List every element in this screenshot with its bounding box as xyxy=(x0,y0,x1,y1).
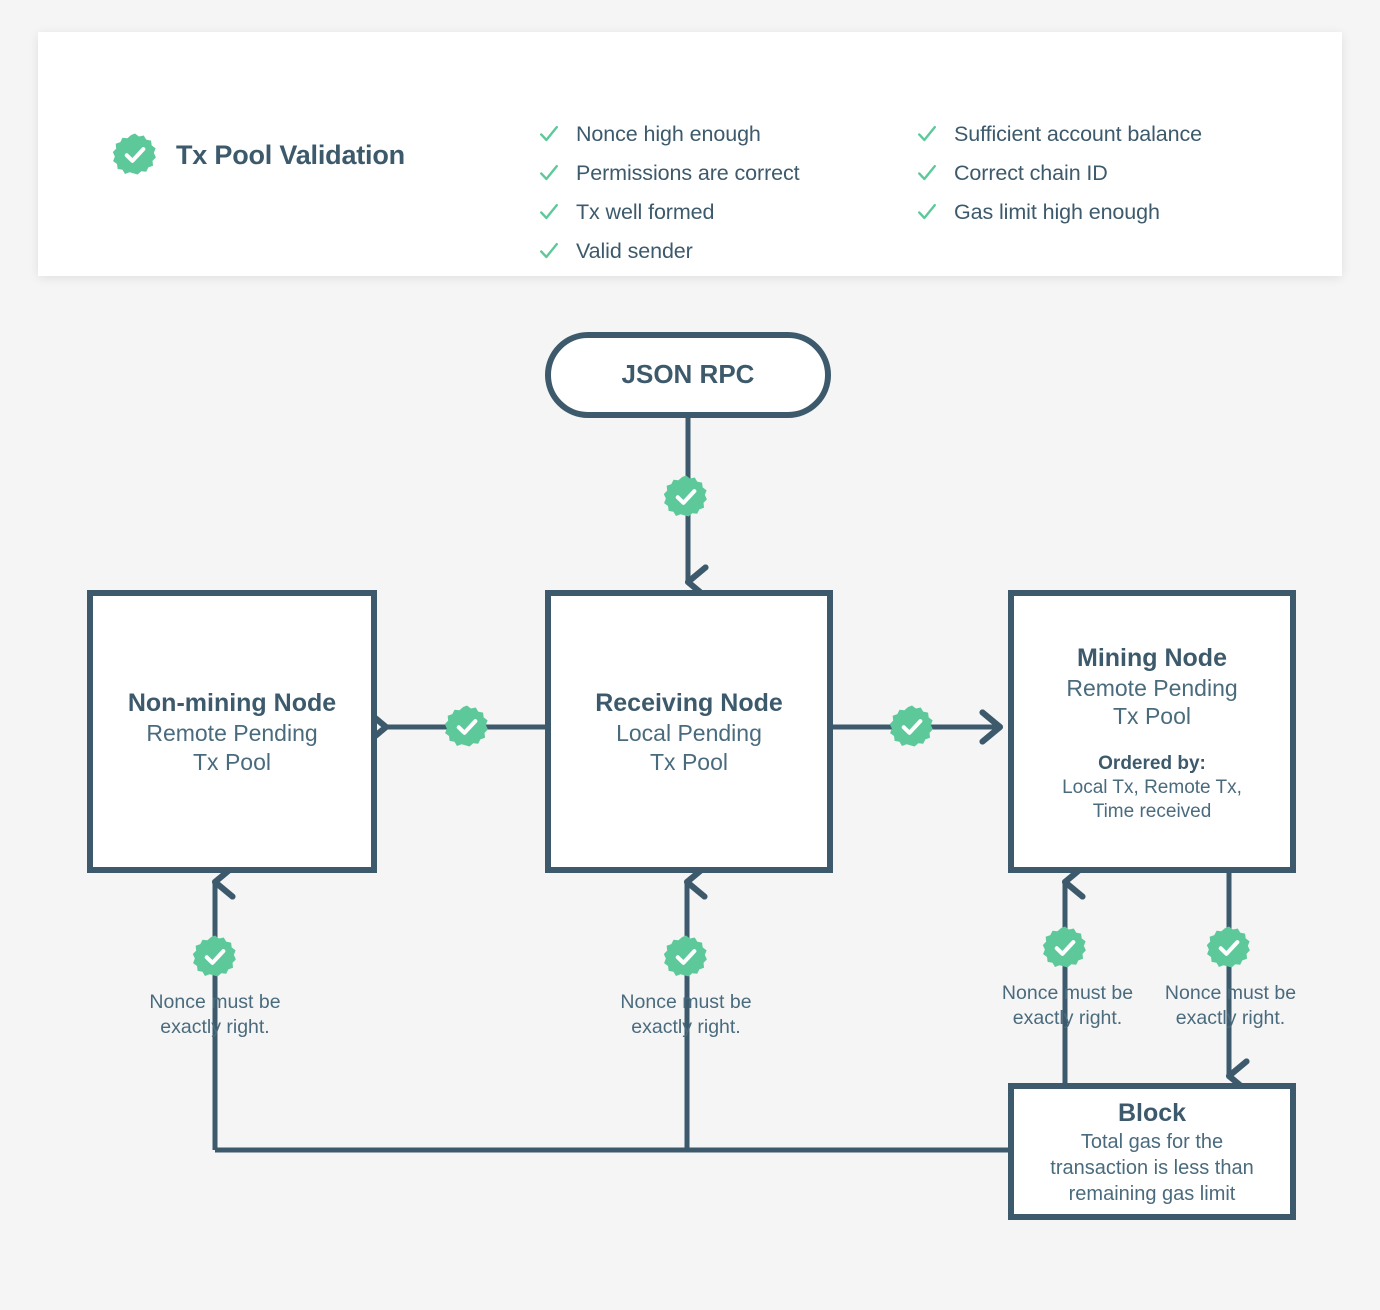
edge-label-nonce-4: Nonce must be exactly right. xyxy=(1164,982,1297,1030)
node-receiving-title: Receiving Node xyxy=(595,689,783,718)
check-icon xyxy=(916,123,938,145)
tx-pool-validation-panel: Tx Pool Validation Nonce high enough Per… xyxy=(38,32,1342,276)
node-mining-ordered-by-label: Ordered by: xyxy=(1098,753,1206,775)
check-badge-icon xyxy=(663,474,709,520)
validation-checklist-column-1: Nonce high enough Permissions are correc… xyxy=(538,116,800,269)
validation-panel-title: Tx Pool Validation xyxy=(176,139,405,170)
checklist-item: Sufficient account balance xyxy=(916,116,1202,152)
check-icon xyxy=(538,240,560,262)
checklist-item: Valid sender xyxy=(538,233,800,269)
checklist-item: Nonce high enough xyxy=(538,116,800,152)
check-icon xyxy=(538,201,560,223)
check-icon xyxy=(916,201,938,223)
validation-checklist-column-2: Sufficient account balance Correct chain… xyxy=(916,116,1202,230)
checklist-item-label: Permissions are correct xyxy=(576,160,800,185)
checklist-item-label: Gas limit high enough xyxy=(954,199,1160,224)
checklist-item-label: Nonce high enough xyxy=(576,121,761,146)
checklist-item-label: Tx well formed xyxy=(576,199,715,224)
check-icon xyxy=(916,162,938,184)
node-block-subtitle: Total gas for the transaction is less th… xyxy=(1050,1130,1254,1205)
check-badge-icon xyxy=(1042,925,1088,971)
node-block-title: Block xyxy=(1117,1098,1187,1127)
node-mining-ordered-by-value: Local Tx, Remote Tx, Time received xyxy=(1062,776,1242,822)
check-icon xyxy=(538,162,560,184)
checklist-item-label: Correct chain ID xyxy=(954,160,1108,185)
node-non-mining[interactable]: Non-mining Node Remote Pending Tx Pool xyxy=(87,590,377,873)
checklist-item: Tx well formed xyxy=(538,194,800,230)
check-badge-icon xyxy=(663,934,709,980)
edge-label-nonce-3: Nonce must be exactly right. xyxy=(1001,982,1134,1030)
node-json-rpc-title: JSON RPC xyxy=(621,359,755,390)
checklist-item: Gas limit high enough xyxy=(916,194,1202,230)
node-receiving[interactable]: Receiving Node Local Pending Tx Pool xyxy=(545,590,833,873)
edge-label-nonce-1: Nonce must be exactly right. xyxy=(149,991,281,1039)
node-non-mining-title: Non-mining Node xyxy=(127,689,337,718)
node-json-rpc[interactable]: JSON RPC xyxy=(545,332,831,418)
node-non-mining-subtitle: Remote Pending Tx Pool xyxy=(146,720,318,775)
node-receiving-subtitle: Local Pending Tx Pool xyxy=(616,720,762,775)
check-badge-icon xyxy=(112,132,158,178)
check-badge-icon xyxy=(1206,925,1252,971)
validation-title-group: Tx Pool Validation xyxy=(112,132,405,178)
checklist-item-label: Valid sender xyxy=(576,238,693,263)
node-block[interactable]: Block Total gas for the transaction is l… xyxy=(1008,1083,1296,1220)
checklist-item: Permissions are correct xyxy=(538,155,800,191)
check-icon xyxy=(538,123,560,145)
node-mining[interactable]: Mining Node Remote Pending Tx Pool Order… xyxy=(1008,590,1296,873)
check-badge-icon xyxy=(889,704,935,750)
check-badge-icon xyxy=(192,934,238,980)
check-badge-icon xyxy=(444,704,490,750)
checklist-item-label: Sufficient account balance xyxy=(954,121,1203,146)
node-mining-subtitle: Remote Pending Tx Pool xyxy=(1066,675,1238,730)
checklist-item: Correct chain ID xyxy=(916,155,1202,191)
node-mining-title: Mining Node xyxy=(1077,644,1227,672)
edge-label-nonce-2: Nonce must be exactly right. xyxy=(620,991,752,1039)
